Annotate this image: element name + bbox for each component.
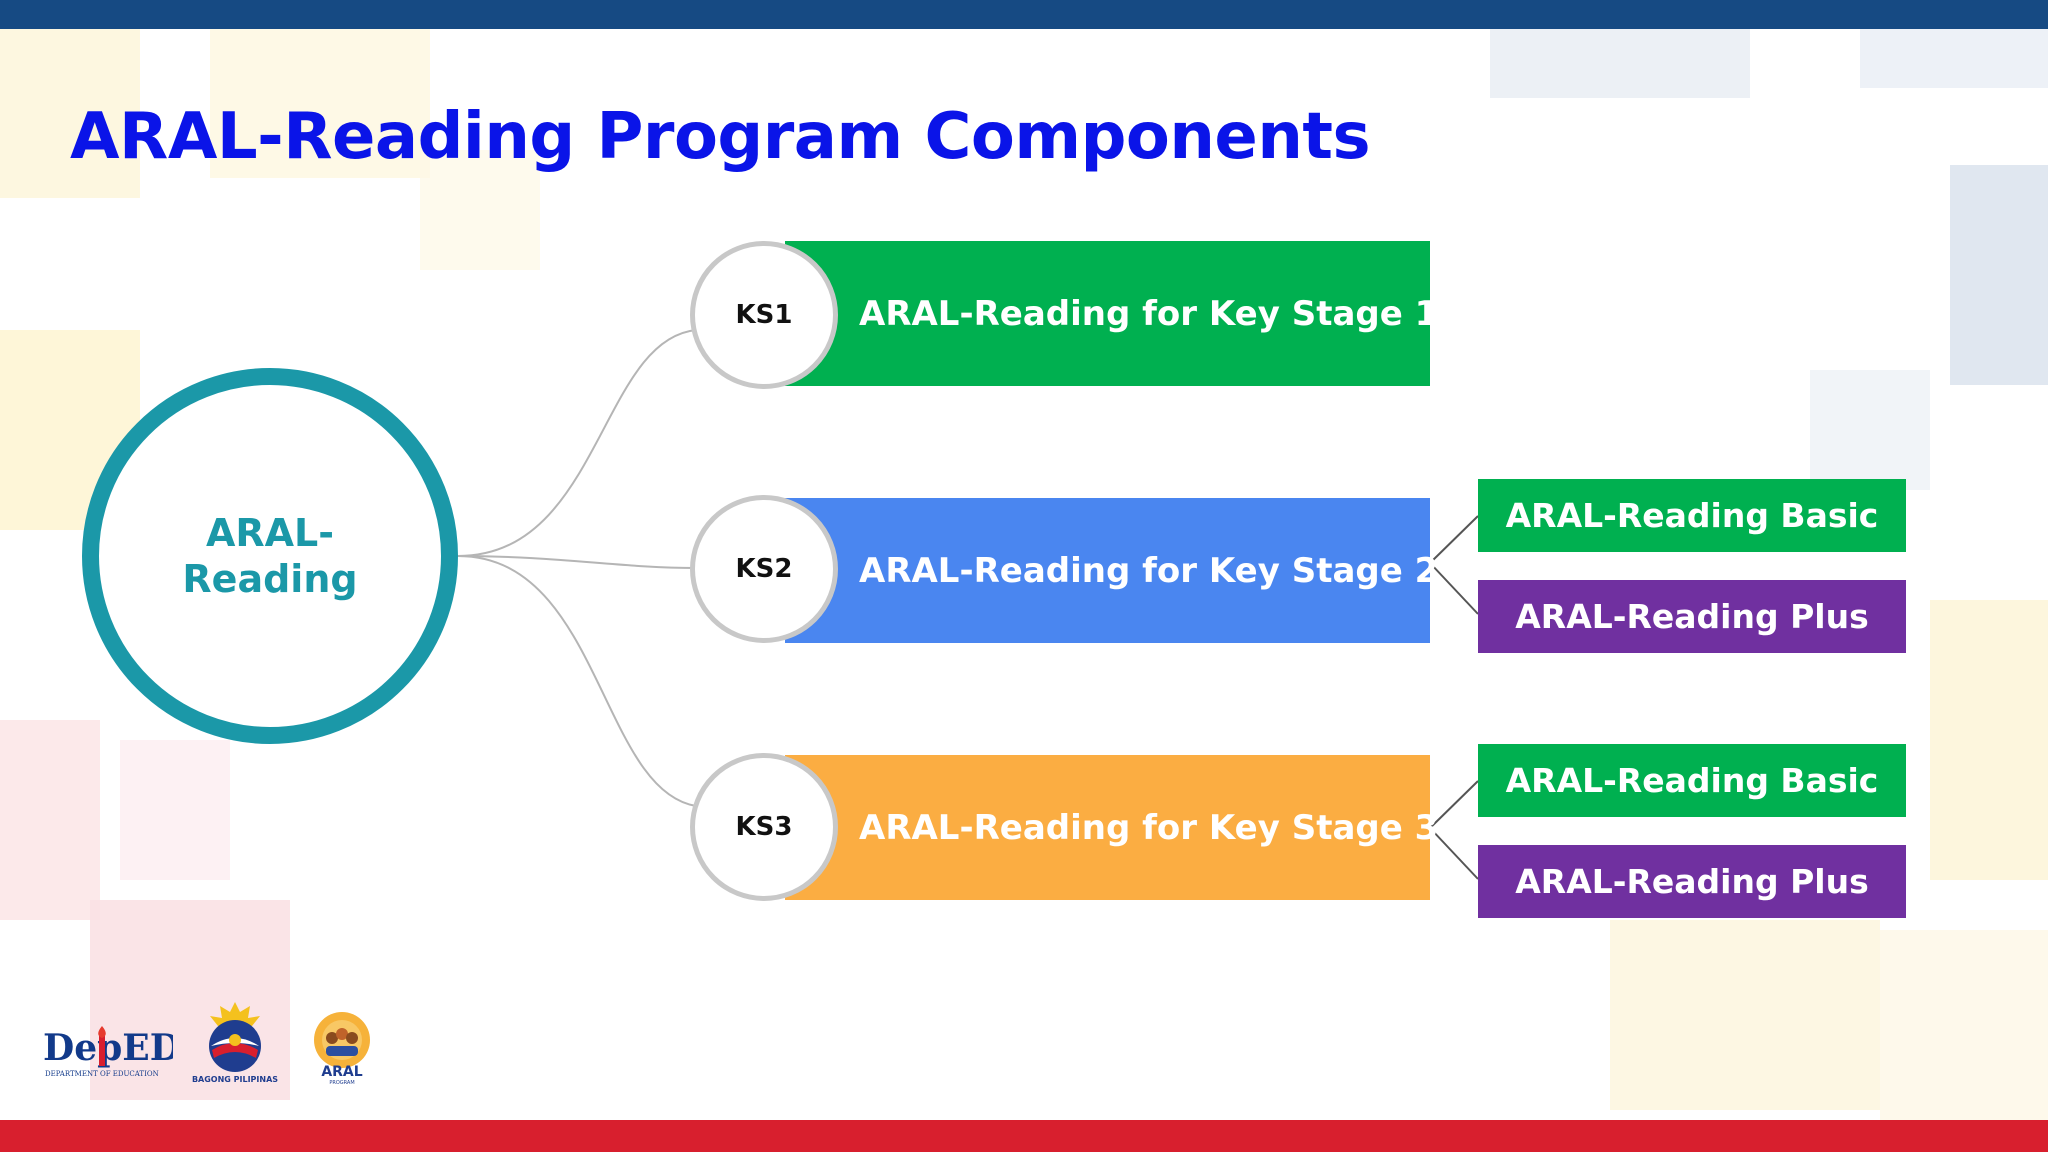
- connector-ks1: [457, 329, 697, 557]
- ks-badge-ks3: KS3: [690, 753, 838, 901]
- bg-square: [0, 720, 100, 920]
- bg-square: [420, 150, 540, 270]
- connector-ks2-basic: [1429, 515, 1479, 564]
- bg-square: [1490, 28, 1750, 98]
- slide-title: ARAL-Reading Program Components: [70, 100, 1371, 174]
- stage-label: ARAL-Reading for Key Stage 2: [859, 550, 1439, 591]
- bg-square: [1880, 930, 2048, 1120]
- connector-ks3-plus: [1429, 827, 1479, 880]
- ks-code: KS1: [735, 300, 793, 330]
- aral-reading-center-node: ARAL- Reading: [82, 368, 458, 744]
- stage-label: ARAL-Reading for Key Stage 1: [859, 293, 1439, 334]
- stage-label: ARAL-Reading for Key Stage 3: [859, 807, 1439, 848]
- ks-code: KS3: [735, 812, 793, 842]
- bagong-pilipinas-emblem-icon: BAGONG PILIPINAS: [192, 1002, 278, 1084]
- bagong-pilipinas-text: BAGONG PILIPINAS: [192, 1075, 278, 1084]
- sub-label: ARAL-Reading Plus: [1515, 862, 1869, 901]
- aral-subtitle: PROGRAM: [329, 1080, 354, 1086]
- bg-square: [120, 740, 230, 880]
- sub-box-ks3-basic: ARAL-Reading Basic: [1478, 744, 1906, 817]
- stage-bar-ks3: ARAL-Reading for Key Stage 3: [785, 755, 1438, 900]
- connector-ks3: [457, 555, 697, 807]
- deped-logo: DepED DEPARTMENT OF EDUCATION: [43, 1022, 181, 1082]
- ks-badge-ks1: KS1: [690, 241, 838, 389]
- ks-badge-ks2: KS2: [690, 495, 838, 643]
- ks-code: KS2: [735, 554, 793, 584]
- sub-box-ks3-plus: ARAL-Reading Plus: [1478, 845, 1906, 918]
- stage-bar-ks1: ARAL-Reading for Key Stage 1: [785, 241, 1438, 386]
- center-label: ARAL- Reading: [182, 511, 358, 601]
- logo-strip: DepED DEPARTMENT OF EDUCATION BAGONG PIL…: [40, 1000, 380, 1100]
- connector-ks2: [457, 555, 697, 569]
- stage-bar-ks2: ARAL-Reading for Key Stage 2: [785, 498, 1438, 643]
- connector-ks2-plus: [1429, 562, 1479, 615]
- sub-label: ARAL-Reading Basic: [1505, 761, 1879, 800]
- deped-wordmark: DepED: [43, 1027, 173, 1069]
- sub-box-ks2-plus: ARAL-Reading Plus: [1478, 580, 1906, 653]
- bagong-pilipinas-logo: BAGONG PILIPINAS: [190, 1000, 280, 1086]
- bg-square: [0, 28, 140, 198]
- bottom-bar: [0, 1120, 2048, 1152]
- connector-ks3-basic: [1429, 780, 1479, 829]
- aral-emblem-icon: ARAL PROGRAM: [314, 1012, 370, 1086]
- sub-label: ARAL-Reading Plus: [1515, 597, 1869, 636]
- bg-square: [1930, 600, 2048, 880]
- deped-subtitle: DEPARTMENT OF EDUCATION: [45, 1070, 159, 1078]
- top-bar: [0, 0, 2048, 29]
- aral-program-logo: ARAL PROGRAM: [310, 1010, 374, 1086]
- bg-square: [1860, 28, 2048, 88]
- bg-square: [210, 28, 430, 178]
- aral-wordmark: ARAL: [321, 1064, 362, 1080]
- bg-square: [90, 900, 290, 1100]
- bg-square: [1810, 370, 1930, 490]
- sub-box-ks2-basic: ARAL-Reading Basic: [1478, 479, 1906, 552]
- sub-label: ARAL-Reading Basic: [1505, 496, 1879, 535]
- bg-square: [1610, 920, 1880, 1110]
- deped-torch-icon: DepED DEPARTMENT OF EDUCATION: [43, 1026, 181, 1078]
- bg-square: [1950, 165, 2048, 385]
